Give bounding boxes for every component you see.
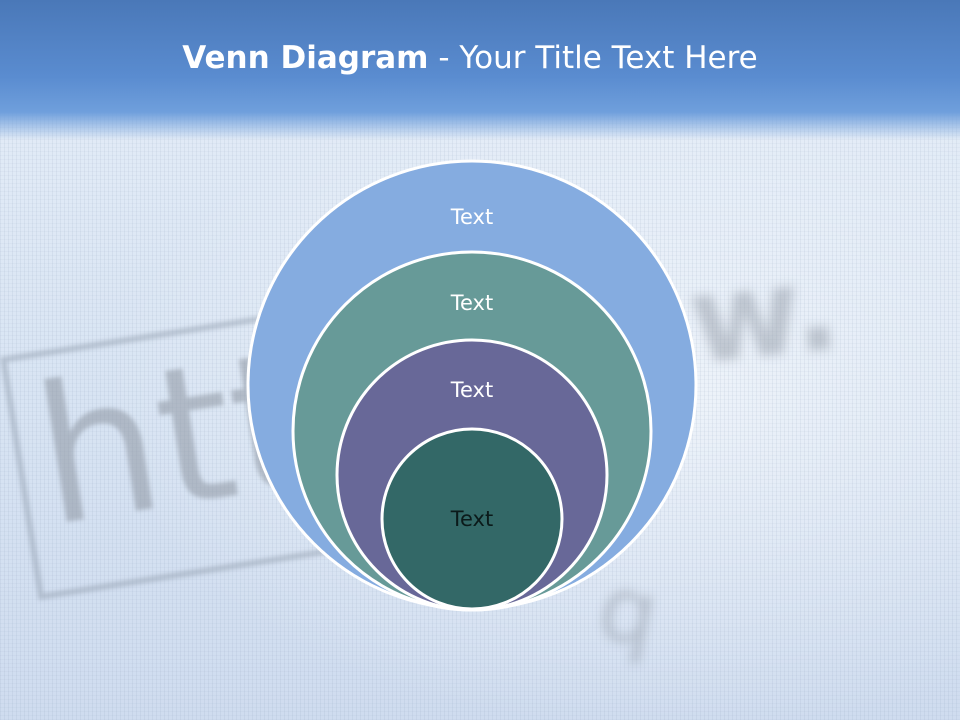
slide-title: Venn Diagram - Your Title Text Here	[0, 40, 940, 76]
inner-circle	[380, 427, 564, 611]
inner-circle-label: Text	[450, 507, 493, 531]
outer-circle-label: Text	[450, 205, 493, 229]
title-rest-part: - Your Title Text Here	[428, 40, 758, 76]
header-band	[0, 0, 960, 140]
second-circle-label: Text	[450, 291, 493, 315]
third-circle-label: Text	[450, 378, 493, 402]
svg-text:w.: w.	[683, 238, 845, 392]
title-bold-part: Venn Diagram	[182, 40, 429, 76]
